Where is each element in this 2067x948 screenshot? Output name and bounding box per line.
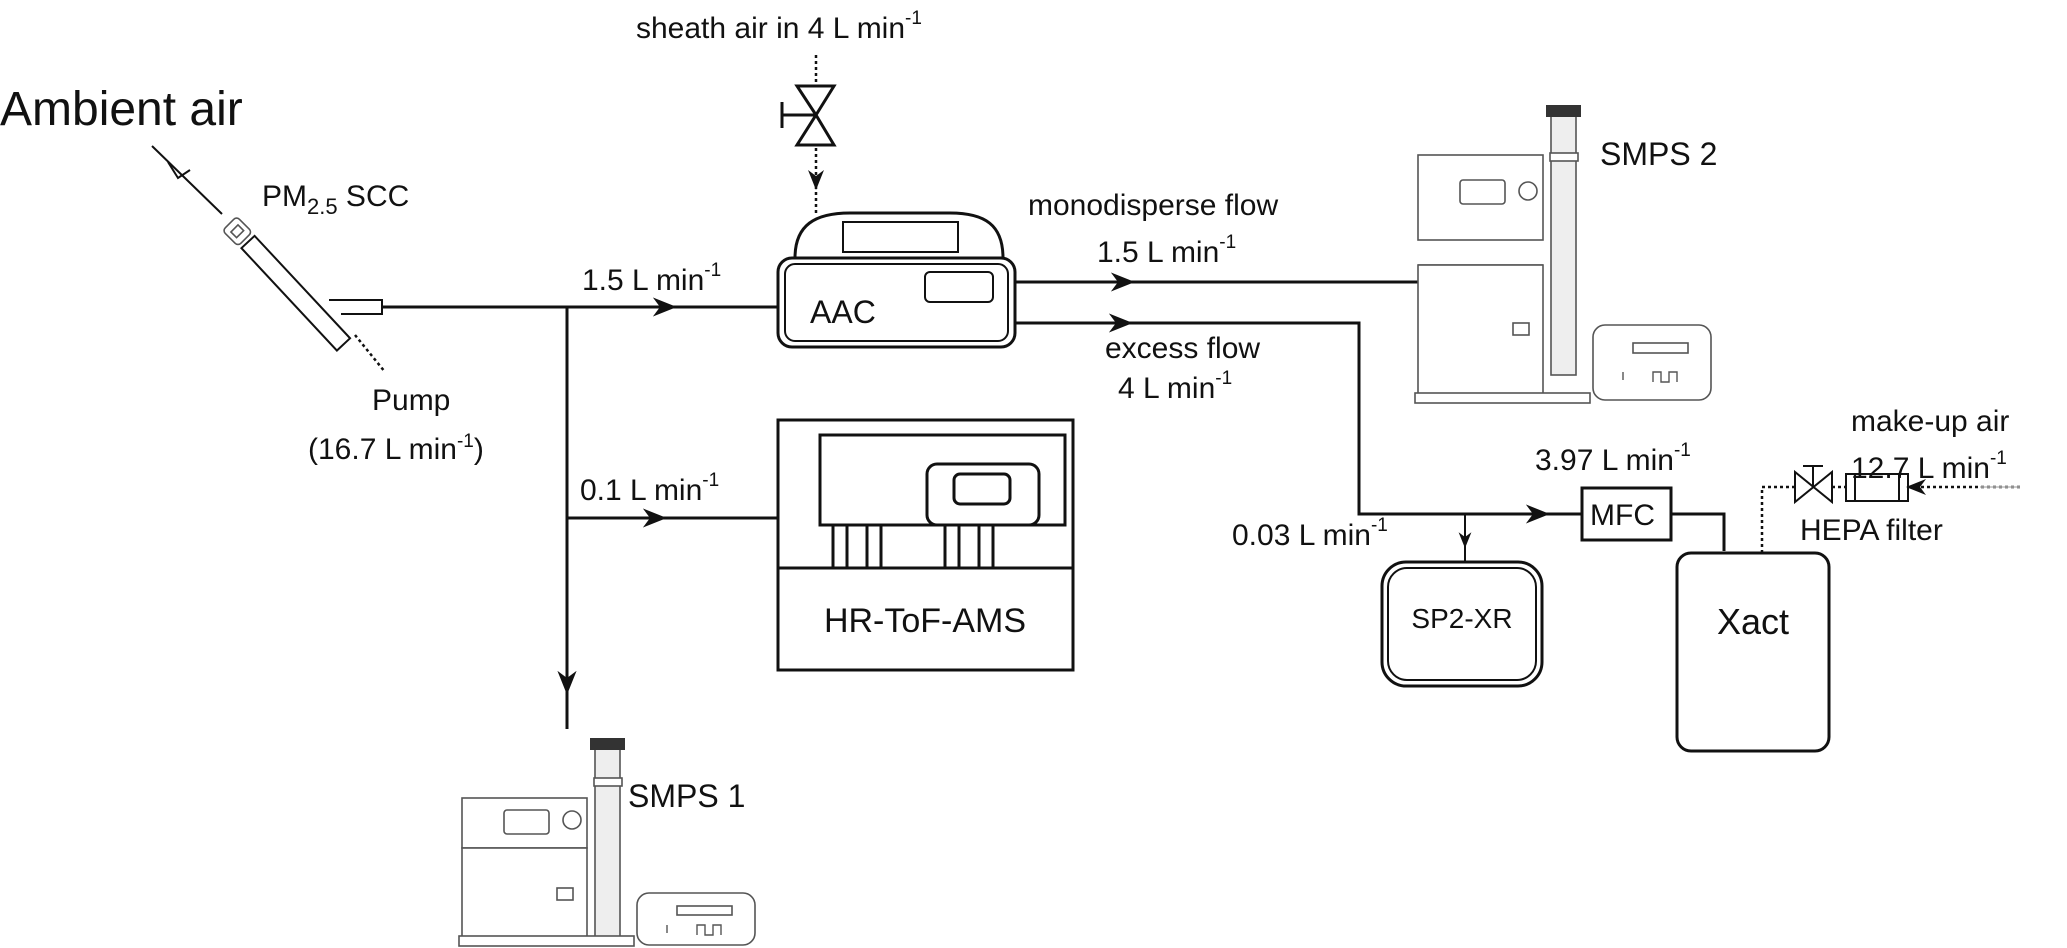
aac-label: AAC [810,294,876,330]
excess-flow-label: 4 L min-1 [1118,368,1232,405]
sheath-valve-icon[interactable] [780,84,837,147]
ams-inlet-flow-label: 0.1 L min-1 [580,470,719,507]
hr-tof-ams-instrument[interactable]: HR-ToF-AMS [776,418,1075,672]
inlet-arrowhead-icon [167,161,191,180]
monodisperse-flow-label: 1.5 L min-1 [1097,232,1236,269]
mfc-flow-label: 3.97 L min-1 [1535,440,1691,477]
hepa-label: HEPA filter [1800,514,1943,547]
excess-title: excess flow [1105,332,1260,365]
scc-label: PM2.5 SCC [262,180,409,219]
makeup-flow-label: 12.7 L min-1 [1851,448,2007,485]
makeup-line [1760,485,1795,553]
aac-instrument[interactable]: AAC [776,211,1017,349]
pm25-scc-cyclone-icon [223,217,386,373]
pump-flow-label: (16.7 L min-1) [308,431,484,466]
makeup-valve-icon[interactable] [1794,465,1833,505]
ambient-air-label: Ambient air [0,83,243,136]
inlet-arrow [151,145,223,215]
smps2-instrument[interactable] [1414,105,1712,404]
sp2xr-label: SP2-XR [1411,603,1512,634]
xact-label: Xact [1717,601,1789,642]
sheath-air-label: sheath air in 4 L min-1 [636,8,922,45]
mfc-to-xact-line [1671,512,1726,551]
mfc-label: MFC [1590,499,1655,532]
sp2-flow-label: 0.03 L min-1 [1232,515,1388,552]
mfc-box[interactable]: MFC [1580,486,1673,542]
xact-instrument[interactable]: Xact [1675,551,1831,753]
monodisperse-title: monodisperse flow [1028,189,1278,222]
pump-line [354,334,386,373]
makeup-title: make-up air [1851,405,2009,438]
smps1-label: SMPS 1 [628,778,745,814]
ams-label: HR-ToF-AMS [824,602,1026,640]
smps1-instrument[interactable] [458,738,756,947]
aac-inlet-flow-label: 1.5 L min-1 [582,260,721,297]
pump-label: Pump [372,384,450,417]
sp2xr-instrument[interactable]: SP2-XR [1380,560,1544,688]
smps2-label: SMPS 2 [1600,136,1717,172]
